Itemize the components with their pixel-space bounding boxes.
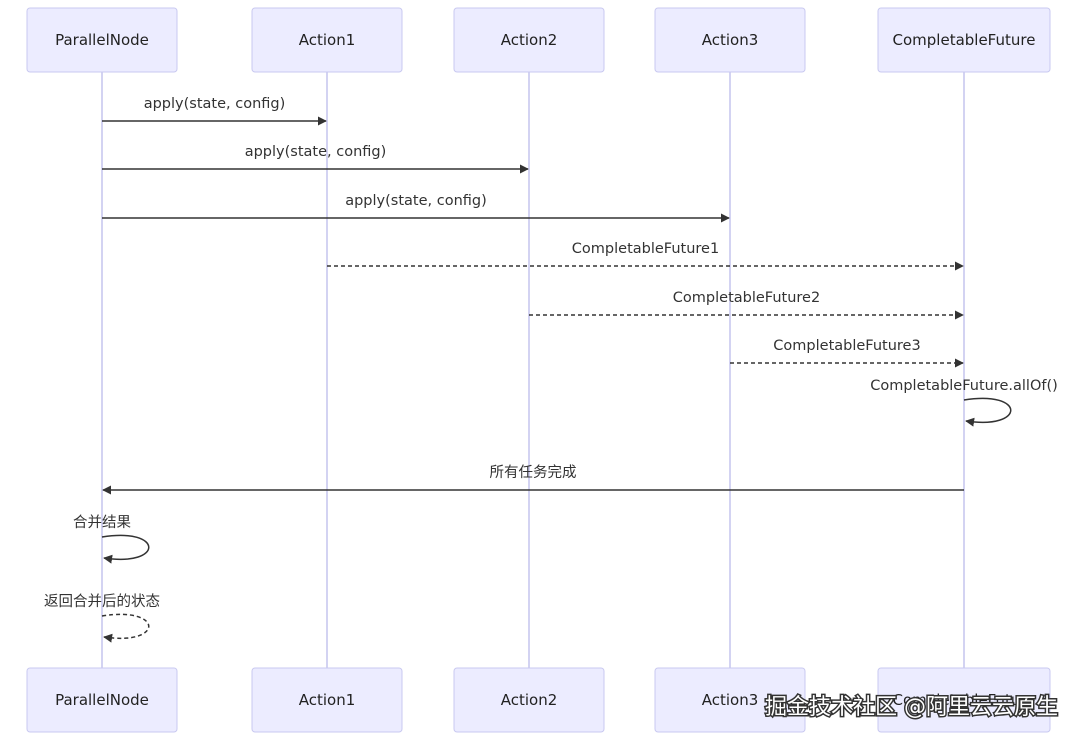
message-label: 所有任务完成 xyxy=(490,464,577,481)
message-label: CompletableFuture1 xyxy=(572,241,719,257)
watermark-text: 掘金技术社区 @阿里云云原生 xyxy=(765,695,1058,720)
actor-box xyxy=(877,7,1051,73)
message-4: CompletableFuture1 xyxy=(327,241,964,271)
actor-top-p3: Action3 xyxy=(654,7,806,73)
actor-top-p1: Action1 xyxy=(251,7,403,73)
actor-bottom-p4: CompletableFuture xyxy=(877,667,1051,733)
message-label: apply(state, config) xyxy=(245,144,387,160)
message-10: 返回合并后的状态 xyxy=(44,593,160,643)
actor-box xyxy=(26,667,178,733)
actor-label: Action2 xyxy=(501,31,558,49)
message-label: CompletableFuture.allOf() xyxy=(870,378,1058,394)
message-7: CompletableFuture.allOf() xyxy=(870,378,1058,427)
actor-label: Action1 xyxy=(299,31,356,49)
actor-top-p0: ParallelNode xyxy=(26,7,178,73)
message-1: apply(state, config) xyxy=(102,96,327,126)
actor-box xyxy=(453,7,605,73)
self-arrow xyxy=(101,534,150,564)
actor-label: CompletableFuture xyxy=(893,691,1036,709)
message-label: apply(state, config) xyxy=(345,193,487,209)
actor-bottom-p1: Action1 xyxy=(251,667,403,733)
actor-bottom-p2: Action2 xyxy=(453,667,605,733)
message-label: apply(state, config) xyxy=(144,96,286,112)
actor-box xyxy=(654,667,806,733)
message-label: 返回合并后的状态 xyxy=(44,593,160,610)
message-5: CompletableFuture2 xyxy=(529,290,964,320)
actor-top-p2: Action2 xyxy=(453,7,605,73)
actor-box xyxy=(251,7,403,73)
self-arrow xyxy=(963,397,1012,427)
self-arrow xyxy=(101,613,150,643)
message-9: 合并结果 xyxy=(73,514,150,564)
actor-box xyxy=(877,667,1051,733)
message-label: CompletableFuture3 xyxy=(773,338,920,354)
actor-label: Action3 xyxy=(702,691,759,709)
actor-label: CompletableFuture xyxy=(893,31,1036,49)
actor-bottom-p0: ParallelNode xyxy=(26,667,178,733)
actor-bottom-p3: Action3 xyxy=(654,667,806,733)
message-label: 合并结果 xyxy=(73,514,131,531)
actor-box xyxy=(26,7,178,73)
actor-label: ParallelNode xyxy=(55,691,149,709)
message-2: apply(state, config) xyxy=(102,144,529,174)
message-6: CompletableFuture3 xyxy=(730,338,964,368)
message-3: apply(state, config) xyxy=(102,193,730,223)
actor-label: Action1 xyxy=(299,691,356,709)
message-8: 所有任务完成 xyxy=(102,464,964,495)
actor-box xyxy=(251,667,403,733)
message-label: CompletableFuture2 xyxy=(673,290,820,306)
actor-label: Action2 xyxy=(501,691,558,709)
actor-top-p4: CompletableFuture xyxy=(877,7,1051,73)
actor-box xyxy=(654,7,806,73)
actor-label: Action3 xyxy=(702,31,759,49)
actor-box xyxy=(453,667,605,733)
actor-label: ParallelNode xyxy=(55,31,149,49)
